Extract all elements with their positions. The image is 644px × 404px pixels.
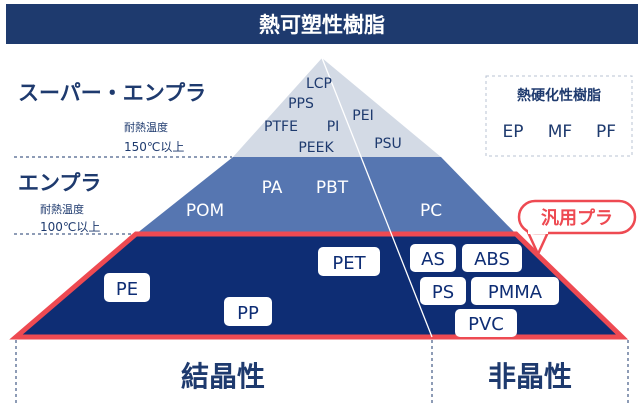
material-label: PET bbox=[332, 253, 366, 274]
engineering-tier bbox=[136, 157, 516, 234]
super-temp-value: 150℃以上 bbox=[124, 140, 184, 154]
material-label: PP bbox=[237, 303, 259, 324]
material-label: PSU bbox=[374, 136, 402, 152]
super-temp-label: 耐熱温度 bbox=[124, 120, 168, 134]
material-pill: PP bbox=[224, 297, 272, 326]
material-label: PC bbox=[420, 201, 442, 221]
diagram-title: 熱可塑性樹脂 bbox=[259, 13, 385, 37]
amorphous-label: 非晶性 bbox=[488, 360, 572, 393]
general-tier-label: 汎用プラ bbox=[541, 207, 613, 229]
material-pill: AS bbox=[410, 244, 456, 272]
engineering-temp-label: 耐熱温度 bbox=[40, 202, 84, 216]
material-pill: PVC bbox=[455, 309, 517, 337]
material-label: PVC bbox=[468, 314, 504, 335]
material-label: PEEK bbox=[298, 140, 334, 156]
material-label: PPS bbox=[288, 96, 314, 112]
material-label: PTFE bbox=[264, 119, 298, 135]
material-pill: PMMA bbox=[471, 277, 559, 305]
general-plastics-callout: 汎用プラ bbox=[517, 199, 637, 256]
material-label: LCP bbox=[306, 76, 332, 92]
thermoset-item: PF bbox=[596, 122, 616, 142]
engineering-temp-value: 100℃以上 bbox=[40, 220, 100, 234]
material-label: PA bbox=[262, 178, 283, 198]
material-label: AS bbox=[421, 249, 445, 270]
thermoset-title: 熱硬化性樹脂 bbox=[517, 87, 601, 104]
material-label: ABS bbox=[474, 249, 510, 270]
material-label: PBT bbox=[316, 178, 349, 198]
material-label: PEI bbox=[352, 108, 373, 124]
material-pill: ABS bbox=[462, 244, 522, 272]
thermoset-item: EP bbox=[503, 122, 524, 142]
super-tier bbox=[233, 58, 441, 157]
material-label: PS bbox=[432, 282, 454, 303]
crystalline-label: 結晶性 bbox=[181, 360, 265, 393]
engineering-tier-label: エンプラ bbox=[18, 171, 101, 195]
material-label: POM bbox=[186, 201, 224, 221]
material-pill: PET bbox=[318, 247, 380, 276]
thermoset-item: MF bbox=[548, 122, 572, 142]
title-bar bbox=[6, 4, 638, 44]
thermoset-box: 熱硬化性樹脂 EP MF PF bbox=[485, 75, 633, 157]
material-label: PI bbox=[327, 119, 340, 135]
material-label: PMMA bbox=[488, 282, 543, 303]
material-label: PE bbox=[116, 279, 138, 300]
crystalline-amorphous-divider bbox=[321, 57, 433, 338]
material-pill: PE bbox=[104, 273, 150, 302]
super-tier-label: スーパー・エンプラ bbox=[18, 81, 206, 105]
material-pill: PS bbox=[420, 277, 466, 305]
